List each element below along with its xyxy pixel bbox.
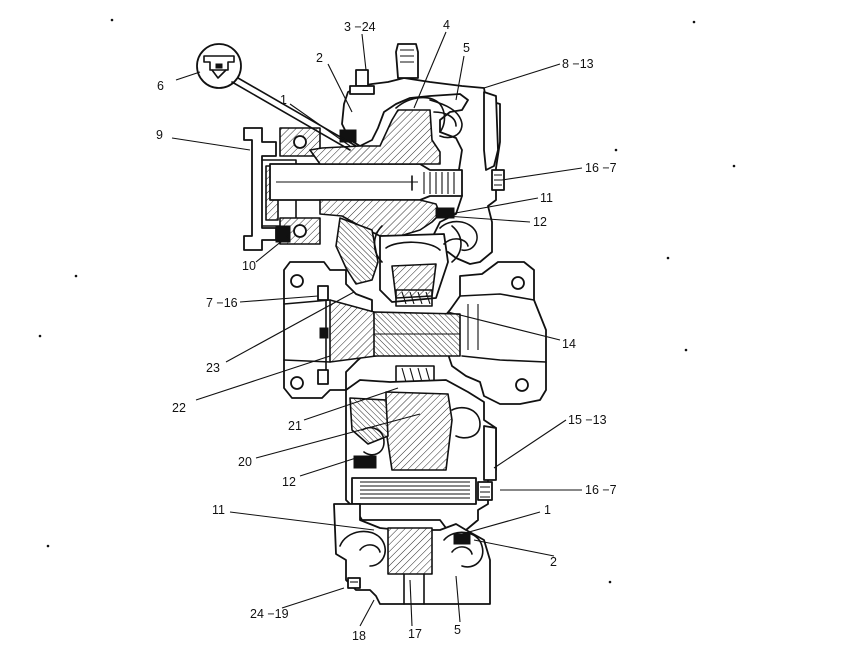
lower-gear-section	[345, 379, 497, 531]
callout-20: 20	[238, 455, 252, 469]
callout-14: 14	[562, 337, 576, 351]
callout-11-top: 11	[540, 191, 553, 205]
center-housing	[283, 261, 547, 405]
callout-3-24: 3 −24	[344, 20, 376, 34]
callout-labels: 3 −24 4 2 5 8 −13 6 1 9 16 −7 11 12 10 7…	[156, 18, 617, 643]
callout-11-bottom: 11	[212, 503, 225, 517]
callout-2-bottom: 2	[550, 555, 557, 569]
callout-21: 21	[288, 419, 302, 433]
callout-2-top: 2	[316, 51, 323, 65]
callout-4: 4	[443, 18, 450, 32]
callout-6: 6	[157, 79, 164, 93]
callout-9: 9	[156, 128, 163, 142]
output-shaft	[351, 477, 477, 505]
callout-17: 17	[408, 627, 422, 641]
callout-5-bottom: 5	[454, 623, 461, 637]
callout-18: 18	[352, 629, 366, 643]
callout-16-7-bottom: 16 −7	[585, 483, 617, 497]
callout-10: 10	[242, 259, 256, 273]
scan-specks	[38, 18, 736, 584]
callout-5-top: 5	[463, 41, 470, 55]
leader-lines	[171, 31, 583, 627]
callout-7-16: 7 −16	[206, 296, 238, 310]
input-yoke	[243, 127, 321, 251]
callout-23: 23	[206, 361, 220, 375]
callout-8-13: 8 −13	[562, 57, 594, 71]
callout-22: 22	[172, 401, 186, 415]
callout-16-7-top: 16 −7	[585, 161, 617, 175]
upper-gear-carrier	[309, 109, 462, 303]
callout-24-19: 24 −19	[250, 607, 289, 621]
callout-15-13: 15 −13	[568, 413, 607, 427]
callout-1-top: 1	[280, 93, 287, 107]
callout-1-bottom: 1	[544, 503, 551, 517]
callout-12-bottom: 12	[282, 475, 296, 489]
callout-12-top: 12	[533, 215, 547, 229]
input-shaft	[269, 163, 463, 201]
detail-circle	[196, 43, 357, 151]
